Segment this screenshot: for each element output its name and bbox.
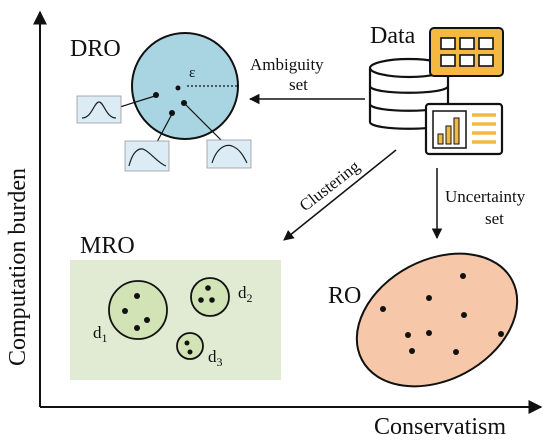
x-axis-label: Conservatism bbox=[374, 414, 506, 440]
ro-point bbox=[426, 330, 432, 336]
ambiguity-label: Ambiguity bbox=[250, 55, 324, 74]
mro-point bbox=[205, 285, 211, 291]
data-group: Data bbox=[368, 23, 504, 156]
dro-group: DRO ε bbox=[70, 32, 252, 172]
mro-point bbox=[184, 340, 190, 346]
dro-pointer bbox=[156, 113, 173, 143]
mro-point bbox=[134, 293, 140, 299]
dro-ball bbox=[131, 32, 239, 140]
mro-point bbox=[122, 308, 128, 314]
ro-point bbox=[409, 348, 415, 354]
clustering-arrow bbox=[283, 149, 397, 241]
ro-uncertainty-set bbox=[355, 252, 519, 388]
ambiguity-label: set bbox=[289, 75, 308, 94]
distribution-thumbnail bbox=[76, 95, 122, 124]
y-axis-label: Computation burden bbox=[5, 168, 31, 366]
dro-point bbox=[153, 92, 159, 98]
mro-title: MRO bbox=[80, 233, 135, 259]
distribution-thumbnail bbox=[124, 140, 170, 172]
dro-pointer bbox=[184, 103, 223, 142]
ro-point bbox=[405, 332, 411, 338]
dro-point bbox=[175, 85, 181, 91]
mro-point bbox=[187, 349, 193, 355]
mro-cluster-d1 bbox=[108, 280, 168, 340]
ro-point bbox=[498, 331, 504, 337]
dro-point bbox=[169, 110, 175, 116]
cluster-label-d1: d1 bbox=[93, 323, 108, 345]
dro-radius-symbol: ε bbox=[189, 65, 195, 81]
mro-cluster-d3 bbox=[176, 332, 204, 360]
axes: Computation burden Conservatism bbox=[5, 10, 543, 440]
mro-point bbox=[134, 325, 140, 331]
ro-group: RO bbox=[328, 252, 519, 388]
uncertainty-label: Uncertainty bbox=[445, 187, 526, 206]
ro-title: RO bbox=[328, 283, 361, 309]
mro-point bbox=[144, 317, 150, 323]
mro-group: MRO d1 d2 d3 bbox=[70, 233, 281, 380]
ro-point bbox=[380, 306, 386, 312]
ro-point bbox=[426, 295, 432, 301]
mro-cluster-d2 bbox=[190, 277, 230, 317]
report-chart-icon bbox=[424, 102, 504, 156]
cluster-label-d2: d2 bbox=[238, 283, 253, 305]
grid-table-icon bbox=[429, 27, 504, 77]
clustering-label: Clustering bbox=[296, 156, 364, 215]
dro-pointer bbox=[119, 95, 156, 108]
uncertainty-label: set bbox=[485, 209, 504, 228]
ro-point bbox=[453, 349, 459, 355]
data-title: Data bbox=[370, 23, 416, 49]
ro-point bbox=[460, 273, 466, 279]
dro-title: DRO bbox=[70, 36, 121, 62]
mro-point bbox=[209, 297, 215, 303]
ro-point bbox=[461, 312, 467, 318]
mro-box bbox=[70, 260, 281, 380]
mro-point bbox=[198, 297, 204, 303]
cluster-label-d3: d3 bbox=[208, 347, 223, 369]
distribution-thumbnail bbox=[206, 139, 252, 169]
